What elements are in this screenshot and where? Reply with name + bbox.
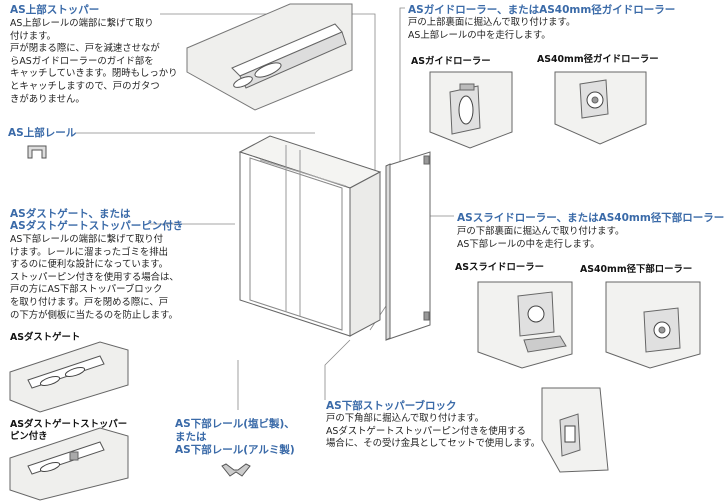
guide-roller-illustration	[429, 71, 513, 149]
top-stopper-illustration	[186, 3, 353, 111]
stopper-block-title: AS下部ストッパーブロック	[326, 400, 457, 412]
text-line: ストッパーピン付きを使用する場合は、	[10, 271, 179, 283]
text-line: AS下部レールの端部に繋げて取り付	[10, 234, 163, 245]
rail-top-title: AS上部レール	[8, 127, 77, 139]
dust-gate-illustration	[9, 341, 129, 413]
door-illustration	[385, 151, 431, 341]
dust-gate-description: AS下部レールの端部に繋げて取り付 けます。レールに溜まったゴミを排出 するのに…	[10, 234, 190, 322]
text-line: AS上部レールの端部に繋げて取り	[10, 18, 154, 29]
text-line: AS上部レールの中を走行します。	[408, 29, 551, 41]
stopper-top-description: AS上部レールの端部に繋げて取り 付けます。 戸が閉まる際に、戸を減速させなが …	[10, 18, 185, 106]
dust-gate-stopper-pin-illustration	[9, 427, 129, 501]
stopper-block-illustration	[541, 387, 609, 473]
text-line: きがありません。	[10, 93, 85, 105]
guide-roller-description: 戸の上部裏面に掘込んで取り付けます。 AS上部レールの中を走行します。	[408, 17, 668, 42]
cabinet-illustration	[238, 135, 382, 337]
rail-bottom-line-2: または	[175, 431, 207, 443]
text-line: らASガイドローラーのガイド部を	[10, 55, 154, 67]
text-line: キャッチしていきます。閉時もしっかり	[10, 68, 178, 80]
text-line: 戸の下部裏面に掘込んで取り付けます。	[457, 226, 625, 237]
text-line: を取り付けます。戸を閉める際に、戸	[10, 296, 169, 308]
slide-roller-illustration	[477, 281, 573, 369]
rail-bottom-line-3: AS下部レール(アルミ製)	[175, 444, 295, 456]
slide-roller-title: ASスライドローラー、またはAS40mm径下部ローラー	[457, 212, 724, 224]
text-line: 戸の方にAS下部ストッパーブロック	[10, 284, 163, 296]
bottom-rail-icon	[221, 463, 251, 477]
text-line: 場合に、その受け金具としてセットで使用します。	[326, 438, 541, 450]
text-line: 戸の下角部に掘込んで取り付けます。	[326, 413, 484, 424]
guide-roller-40-sub-label: AS40mm径ガイドローラー	[537, 54, 659, 65]
text-line: 戸が閉まる際に、戸を減速させなが	[10, 43, 160, 55]
text-line: ASダストゲートストッパーピン付きを使用する	[326, 425, 526, 437]
dust-gate-stopper-sub-label-2: ピン付き	[10, 431, 48, 442]
text-line: の下方が側板に当たるのを防止します。	[10, 309, 178, 321]
text-line: するのに便利な設計になっています。	[10, 259, 168, 271]
slide-roller-description: 戸の下部裏面に掘込んで取り付けます。 AS下部レールの中を走行します。	[457, 226, 707, 251]
stopper-top-title: AS上部ストッパー	[10, 4, 100, 16]
lower-roller-40-sub-label: AS40mm径下部ローラー	[580, 264, 693, 275]
guide-roller-sub-label: ASガイドローラー	[411, 56, 491, 67]
text-line: 戸の上部裏面に掘込んで取り付けます。	[408, 17, 576, 28]
rail-bottom-line-1: AS下部レール(塩ビ製)、	[175, 418, 295, 430]
lower-roller-40-illustration	[605, 281, 701, 369]
dust-gate-stopper-sub-label-1: ASダストゲートストッパー	[10, 419, 128, 430]
guide-roller-title: ASガイドローラー、またはAS40mm径ガイドローラー	[408, 4, 676, 16]
top-rail-icon	[27, 145, 47, 159]
text-line: とキャッチしますので、戸のガタつ	[10, 80, 160, 92]
text-line: 付けます。	[10, 30, 56, 42]
text-line: けます。レールに溜まったゴミを排出	[10, 246, 169, 258]
guide-roller-40-illustration	[554, 71, 647, 145]
slide-roller-sub-label: ASスライドローラー	[455, 262, 545, 273]
text-line: AS下部レールの中を走行します。	[457, 238, 600, 250]
dust-gate-title-2: ASダストゲートストッパーピン付き	[10, 220, 184, 232]
stopper-block-description: 戸の下角部に掘込んで取り付けます。 ASダストゲートストッパーピン付きを使用する…	[326, 413, 541, 451]
dust-gate-title-1: ASダストゲート、または	[10, 208, 131, 220]
dust-gate-sub-label: ASダストゲート	[10, 332, 81, 343]
